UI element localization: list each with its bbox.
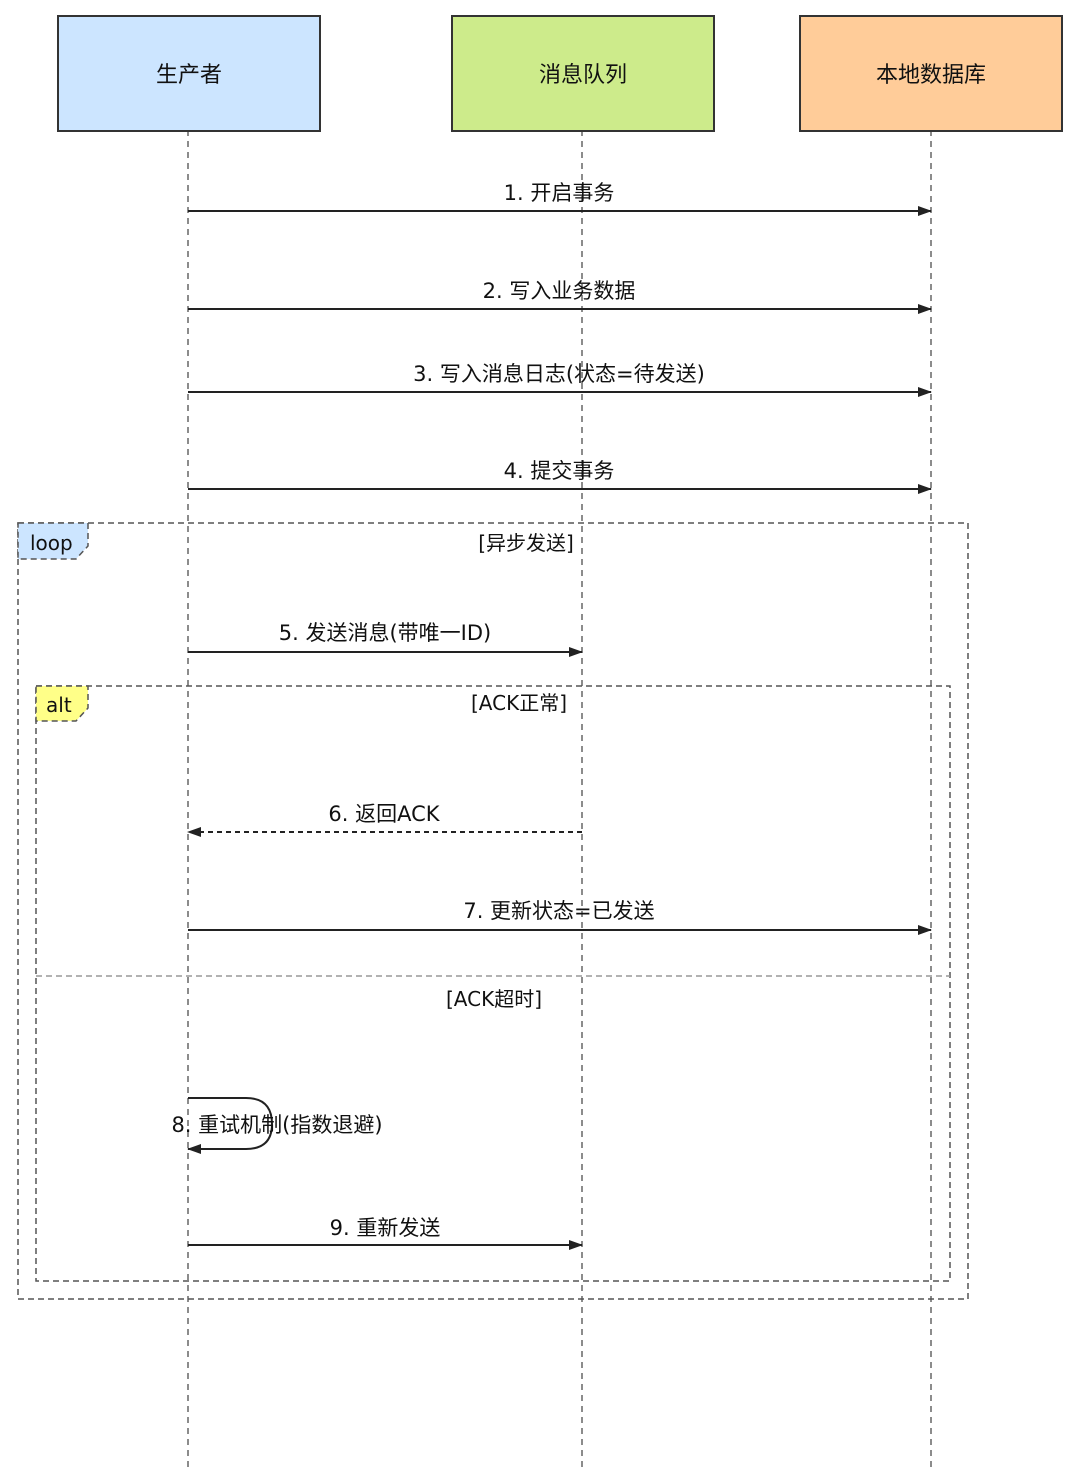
loop-condition: [异步发送] bbox=[478, 531, 574, 555]
participant-producer: 生产者 bbox=[57, 15, 321, 132]
alt-condition-1: [ACK正常] bbox=[471, 691, 567, 715]
message-label: 1. 开启事务 bbox=[504, 181, 615, 205]
message-label: 6. 返回ACK bbox=[328, 802, 440, 826]
message-label: 8. 重试机制(指数退避) bbox=[171, 1113, 382, 1137]
message-4: 4. 提交事务 bbox=[188, 459, 932, 494]
loop-tag bbox=[17, 522, 89, 560]
message-arrow bbox=[187, 1097, 274, 1154]
participant-box bbox=[799, 15, 1063, 132]
alt-frame bbox=[35, 685, 951, 1282]
message-8: 8. 重试机制(指数退避) bbox=[171, 1097, 383, 1154]
message-3: 3. 写入消息日志(状态=待发送) bbox=[188, 362, 932, 397]
lifelines bbox=[187, 130, 932, 1470]
participant-label: 本地数据库 bbox=[876, 63, 986, 88]
participant-label: 生产者 bbox=[156, 63, 222, 88]
message-7: 7. 更新状态=已发送 bbox=[188, 899, 932, 935]
message-6: 6. 返回ACK bbox=[187, 802, 582, 837]
alt-tag-label: alt bbox=[46, 693, 72, 717]
message-label: 5. 发送消息(带唯一ID) bbox=[279, 621, 491, 645]
message-1: 1. 开启事务 bbox=[188, 181, 932, 216]
loop-frame bbox=[17, 522, 969, 1300]
participant-db: 本地数据库 bbox=[799, 15, 1063, 132]
alt-condition-2: [ACK超时] bbox=[446, 987, 542, 1011]
alt-tag bbox=[35, 685, 89, 722]
loop-tag-label: loop bbox=[30, 531, 73, 555]
participant-box bbox=[57, 15, 321, 132]
message-9: 9. 重新发送 bbox=[188, 1216, 583, 1250]
message-label: 3. 写入消息日志(状态=待发送) bbox=[413, 362, 705, 386]
message-label: 7. 更新状态=已发送 bbox=[463, 899, 654, 923]
participant-label: 消息队列 bbox=[539, 63, 627, 88]
message-5: 5. 发送消息(带唯一ID) bbox=[188, 621, 583, 657]
message-label: 2. 写入业务数据 bbox=[483, 279, 636, 303]
alt-fragment: alt [ACK正常] [ACK超时] bbox=[35, 685, 951, 1282]
loop-fragment: loop [异步发送] bbox=[17, 522, 969, 1300]
message-label: 4. 提交事务 bbox=[504, 459, 615, 483]
message-label: 9. 重新发送 bbox=[330, 1216, 441, 1240]
participant-box bbox=[451, 15, 715, 132]
message-2: 2. 写入业务数据 bbox=[188, 279, 932, 314]
participant-mq: 消息队列 bbox=[451, 15, 715, 132]
